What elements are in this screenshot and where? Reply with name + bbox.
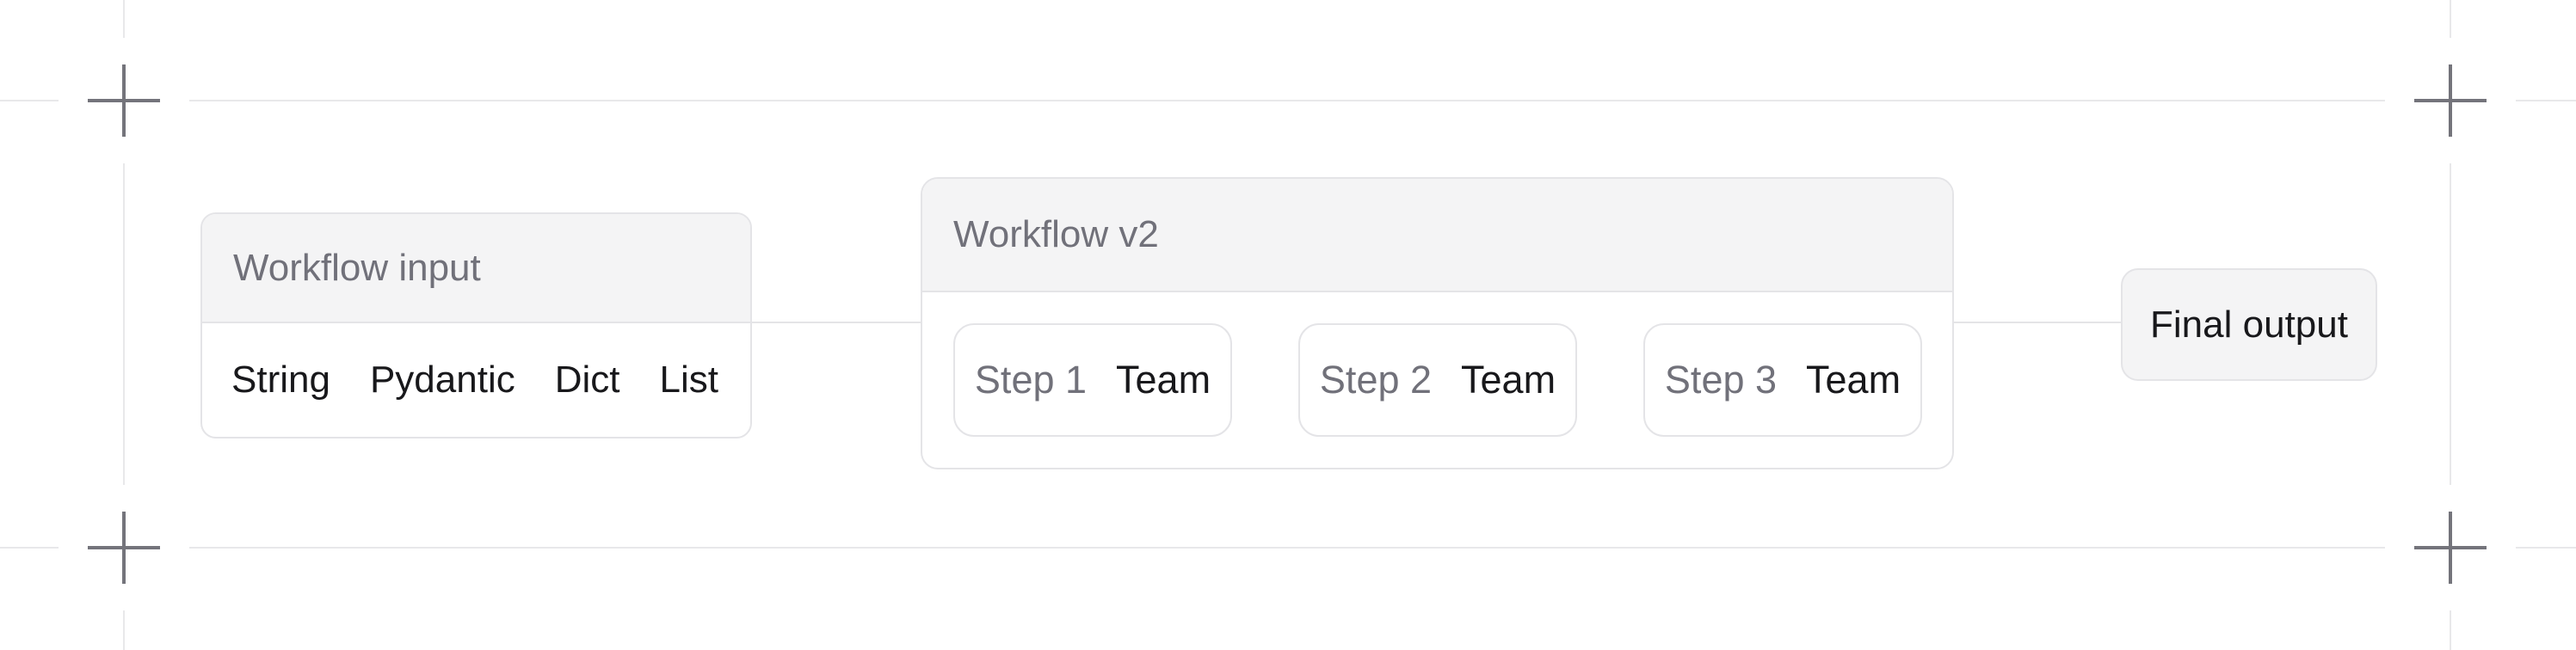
workflow-v2-body: Step 1 Team Step 2 Team Step 3 Team (922, 292, 1952, 468)
step-2-type: Team (1461, 358, 1556, 402)
guide-line-top (0, 100, 2576, 101)
final-output-label: Final output (2150, 303, 2348, 346)
step-3-chip: Step 3 Team (1643, 323, 1922, 437)
workflow-v2-header: Workflow v2 (922, 179, 1952, 292)
workflow-input-node: Workflow input String Pydantic Dict List (200, 212, 752, 438)
step-2-label: Step 2 (1319, 358, 1433, 402)
guide-line-left (123, 0, 125, 650)
crop-mark-bottom-left-icon (59, 485, 189, 610)
final-output-node: Final output (2121, 268, 2377, 381)
workflow-v2-node: Workflow v2 Step 1 Team Step 2 Team Step… (921, 177, 1954, 469)
crop-mark-bottom-right-icon (2385, 485, 2516, 610)
guide-line-right (2450, 0, 2451, 650)
workflow-input-header: Workflow input (202, 214, 750, 323)
workflow-input-title: Workflow input (233, 246, 481, 289)
step-3-label: Step 3 (1664, 358, 1778, 402)
input-type-list: List (659, 359, 718, 401)
crosshair-vertical-bar (2449, 64, 2452, 137)
workflow-v2-title: Workflow v2 (953, 213, 1159, 255)
crosshair-vertical-bar (2449, 512, 2452, 584)
connector-input-to-workflow (752, 322, 921, 323)
crop-mark-top-left-icon (59, 38, 189, 163)
guide-line-bottom (0, 547, 2576, 549)
input-type-string: String (231, 359, 330, 401)
input-type-dict: Dict (554, 359, 620, 401)
workflow-input-body: String Pydantic Dict List (202, 323, 750, 437)
crosshair-vertical-bar (122, 64, 126, 137)
step-2-chip: Step 2 Team (1298, 323, 1577, 437)
step-3-type: Team (1806, 358, 1901, 402)
connector-workflow-to-output (1954, 322, 2121, 323)
crop-mark-top-right-icon (2385, 38, 2516, 163)
step-1-chip: Step 1 Team (953, 323, 1232, 437)
step-1-type: Team (1116, 358, 1211, 402)
input-type-pydantic: Pydantic (369, 359, 515, 401)
step-1-label: Step 1 (974, 358, 1088, 402)
crosshair-vertical-bar (122, 512, 126, 584)
